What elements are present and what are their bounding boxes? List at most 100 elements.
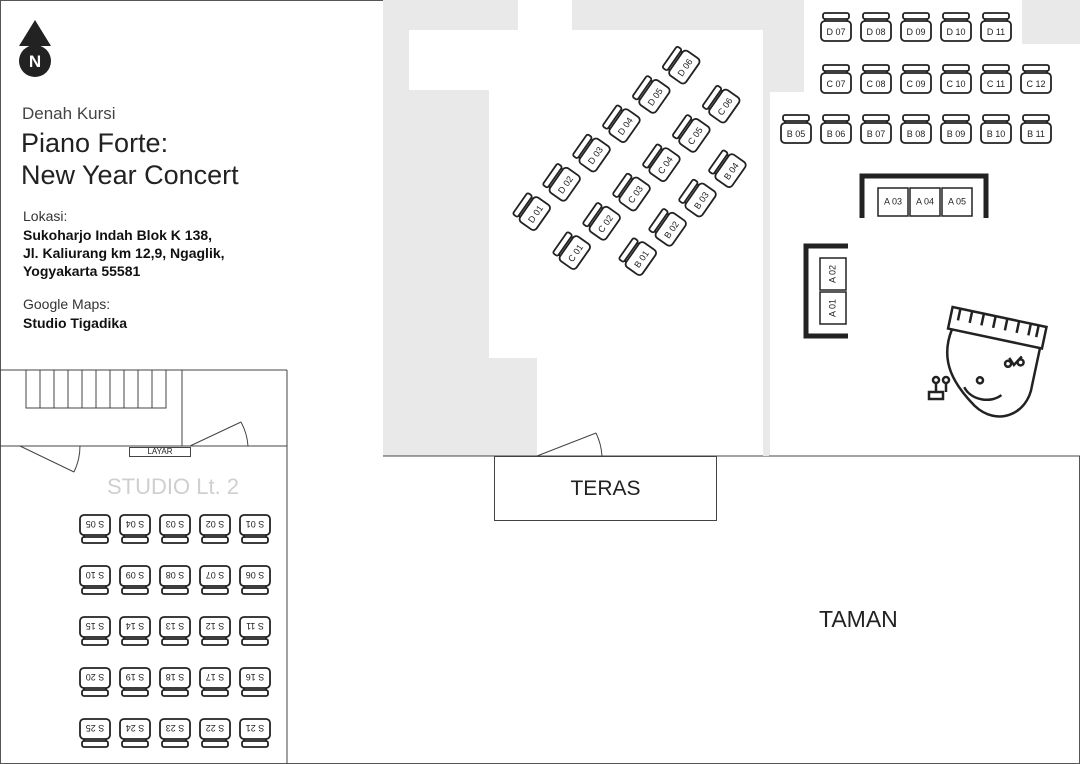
seat-s02[interactable]: S 02 <box>199 514 231 544</box>
seat-s22[interactable]: S 22 <box>199 718 231 748</box>
seat-s19[interactable]: S 19 <box>119 667 151 697</box>
studio-walls <box>0 369 288 764</box>
seat-c11[interactable]: C 11 <box>980 64 1012 94</box>
seat-s16[interactable]: S 16 <box>239 667 271 697</box>
seat-label: D 07 <box>826 27 845 37</box>
location-label: Lokasi: <box>23 208 68 224</box>
seat-label: S 22 <box>206 723 225 733</box>
seat-d08[interactable]: D 08 <box>860 12 892 42</box>
seat-b02[interactable]: B 02 <box>647 207 687 248</box>
seat-label: S 08 <box>166 570 185 580</box>
seat-label: S 19 <box>126 672 145 682</box>
seat-label: D 10 <box>946 27 965 37</box>
seat-a02[interactable]: A 02 <box>827 265 837 283</box>
seat-label: B 07 <box>867 129 886 139</box>
seat-c07[interactable]: C 07 <box>820 64 852 94</box>
seat-b08[interactable]: B 08 <box>900 114 932 144</box>
seat-s05[interactable]: S 05 <box>79 514 111 544</box>
seat-a05[interactable]: A 05 <box>948 196 966 206</box>
seat-s07[interactable]: S 07 <box>199 565 231 595</box>
seat-s09[interactable]: S 09 <box>119 565 151 595</box>
seat-s18[interactable]: S 18 <box>159 667 191 697</box>
seat-label: S 21 <box>246 723 265 733</box>
seat-b07[interactable]: B 07 <box>860 114 892 144</box>
sofa-top <box>859 173 989 218</box>
seat-d09[interactable]: D 09 <box>900 12 932 42</box>
seat-b04[interactable]: B 04 <box>707 148 747 189</box>
seat-d07[interactable]: D 07 <box>820 12 852 42</box>
seat-s08[interactable]: S 08 <box>159 565 191 595</box>
seat-c03[interactable]: C 03 <box>611 171 651 212</box>
seat-d04[interactable]: D 04 <box>601 103 641 144</box>
seat-label: S 14 <box>126 621 145 631</box>
seat-s03[interactable]: S 03 <box>159 514 191 544</box>
seat-label: C 09 <box>906 79 925 89</box>
seat-c02[interactable]: C 02 <box>581 201 621 242</box>
seat-b01[interactable]: B 01 <box>617 236 657 277</box>
compass-letter: N <box>29 52 41 71</box>
seat-c08[interactable]: C 08 <box>860 64 892 94</box>
seat-s11[interactable]: S 11 <box>239 616 271 646</box>
seat-s04[interactable]: S 04 <box>119 514 151 544</box>
seat-s21[interactable]: S 21 <box>239 718 271 748</box>
seat-s25[interactable]: S 25 <box>79 718 111 748</box>
seat-d05[interactable]: D 05 <box>631 74 671 115</box>
seat-s15[interactable]: S 15 <box>79 616 111 646</box>
seat-d03[interactable]: D 03 <box>571 132 611 173</box>
seat-b05[interactable]: B 05 <box>780 114 812 144</box>
seat-d10[interactable]: D 10 <box>940 12 972 42</box>
seat-b03[interactable]: B 03 <box>677 177 717 218</box>
seat-label: S 20 <box>86 672 105 682</box>
seat-d01[interactable]: D 01 <box>511 191 551 232</box>
map-subtitle: Denah Kursi <box>22 104 116 123</box>
seat-c09[interactable]: C 09 <box>900 64 932 94</box>
seat-d06[interactable]: D 06 <box>661 44 701 85</box>
seat-s06[interactable]: S 06 <box>239 565 271 595</box>
seat-label: C 07 <box>826 79 845 89</box>
seat-label: S 25 <box>86 723 105 733</box>
seat-s24[interactable]: S 24 <box>119 718 151 748</box>
seat-c05[interactable]: C 05 <box>671 113 711 154</box>
seat-a01[interactable]: A 01 <box>827 299 837 317</box>
seat-b11[interactable]: B 11 <box>1020 114 1052 144</box>
seat-label: D 09 <box>906 27 925 37</box>
seat-s23[interactable]: S 23 <box>159 718 191 748</box>
seat-c04[interactable]: C 04 <box>641 142 681 183</box>
area-teras: TERAS <box>494 456 717 521</box>
seat-a04[interactable]: A 04 <box>916 196 934 206</box>
seat-label: D 08 <box>866 27 885 37</box>
seat-label: B 05 <box>787 129 806 139</box>
seat-d11[interactable]: D 11 <box>980 12 1012 42</box>
music-note-icon <box>927 375 951 401</box>
seat-c06[interactable]: C 06 <box>701 83 741 124</box>
seat-s13[interactable]: S 13 <box>159 616 191 646</box>
seat-c10[interactable]: C 10 <box>940 64 972 94</box>
seat-b10[interactable]: B 10 <box>980 114 1012 144</box>
seat-s17[interactable]: S 17 <box>199 667 231 697</box>
seat-label: S 24 <box>126 723 145 733</box>
seat-label: S 18 <box>166 672 185 682</box>
seat-s01[interactable]: S 01 <box>239 514 271 544</box>
area-taman: TAMAN <box>819 606 898 632</box>
seat-label: S 04 <box>126 519 145 529</box>
grand-piano-icon <box>946 305 1048 418</box>
seat-label: C 10 <box>946 79 965 89</box>
seat-b06[interactable]: B 06 <box>820 114 852 144</box>
seat-label: B 06 <box>827 129 846 139</box>
maps-label: Google Maps: <box>23 296 111 312</box>
seat-s12[interactable]: S 12 <box>199 616 231 646</box>
seat-label: S 15 <box>86 621 105 631</box>
seat-s20[interactable]: S 20 <box>79 667 111 697</box>
seat-a03[interactable]: A 03 <box>884 196 902 206</box>
seat-c01[interactable]: C 01 <box>551 230 591 271</box>
maps-value[interactable]: Studio Tigadika <box>23 315 127 331</box>
seat-label: S 05 <box>86 519 105 529</box>
seat-d02[interactable]: D 02 <box>541 162 581 203</box>
seat-s14[interactable]: S 14 <box>119 616 151 646</box>
seat-c12[interactable]: C 12 <box>1020 64 1052 94</box>
seat-label: B 09 <box>947 129 966 139</box>
seat-label: B 10 <box>987 129 1006 139</box>
seat-s10[interactable]: S 10 <box>79 565 111 595</box>
seat-b09[interactable]: B 09 <box>940 114 972 144</box>
area-studio: STUDIO Lt. 2 <box>107 474 240 499</box>
